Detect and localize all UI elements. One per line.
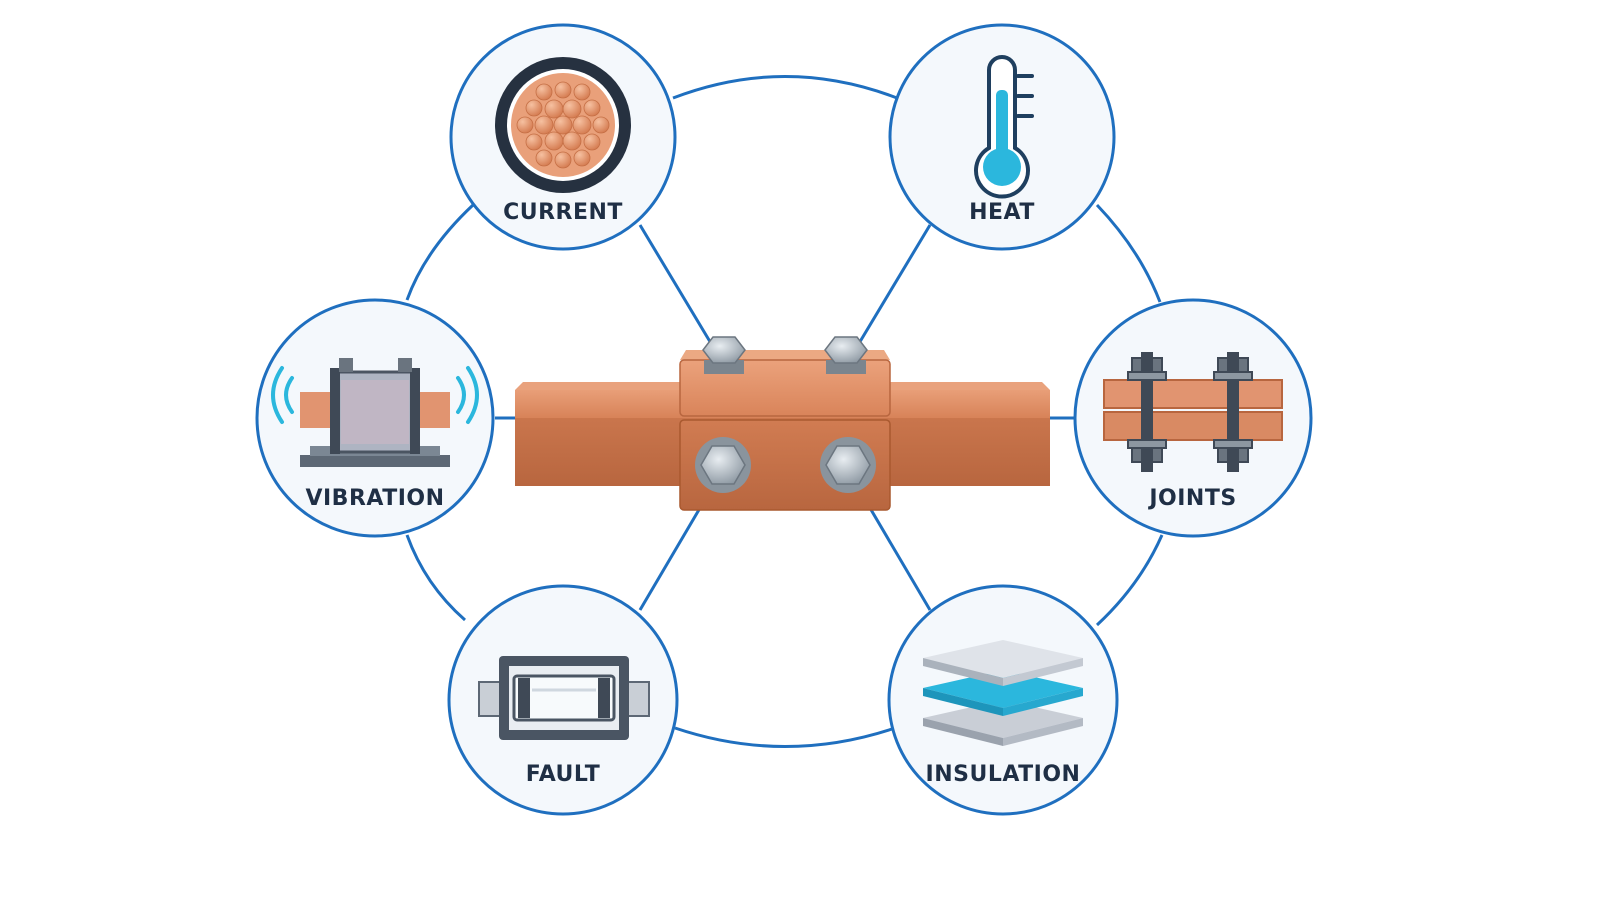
bolted-joint-icon bbox=[1103, 352, 1283, 472]
node-insulation: INSULATION bbox=[887, 584, 1119, 816]
node-label: JOINTS bbox=[1147, 486, 1236, 511]
bolt-icon bbox=[820, 437, 876, 493]
spoke-heat bbox=[856, 224, 932, 346]
copper-busbar-clamp-icon bbox=[515, 336, 1050, 511]
insulation-layers-icon bbox=[923, 640, 1083, 746]
spoke-insulation bbox=[868, 507, 932, 611]
ring-arc-top bbox=[672, 75, 898, 100]
thermometer-icon bbox=[974, 55, 1034, 199]
spoke-connections bbox=[495, 224, 1075, 611]
ring-connections bbox=[405, 75, 1164, 748]
node-joints: JOINTS bbox=[1073, 298, 1313, 538]
bolt-icon bbox=[824, 336, 868, 374]
ring-arc-bottom-left bbox=[405, 534, 466, 622]
fuse-icon bbox=[478, 656, 650, 740]
bolt-icon bbox=[702, 336, 746, 374]
ring-arc-top-right bbox=[1095, 203, 1162, 303]
spoke-fault bbox=[638, 507, 702, 611]
node-label: INSULATION bbox=[926, 762, 1081, 787]
node-label: FAULT bbox=[526, 762, 601, 787]
node-fault: FAULT bbox=[447, 584, 679, 816]
node-label: CURRENT bbox=[503, 200, 623, 225]
node-label: HEAT bbox=[969, 200, 1035, 225]
vibration-icon bbox=[271, 358, 479, 467]
ring-arc-bottom bbox=[674, 726, 896, 748]
ring-arc-top-left bbox=[405, 203, 475, 301]
spoke-current bbox=[638, 224, 714, 346]
node-heat: HEAT bbox=[888, 23, 1116, 251]
bolt-icon bbox=[695, 437, 751, 493]
node-current: CURRENT bbox=[449, 23, 677, 251]
ring-arc-bottom-right bbox=[1095, 534, 1164, 627]
node-vibration: VIBRATION bbox=[255, 298, 495, 538]
node-label: VIBRATION bbox=[305, 486, 444, 511]
stranded-conductor-icon bbox=[495, 57, 631, 193]
